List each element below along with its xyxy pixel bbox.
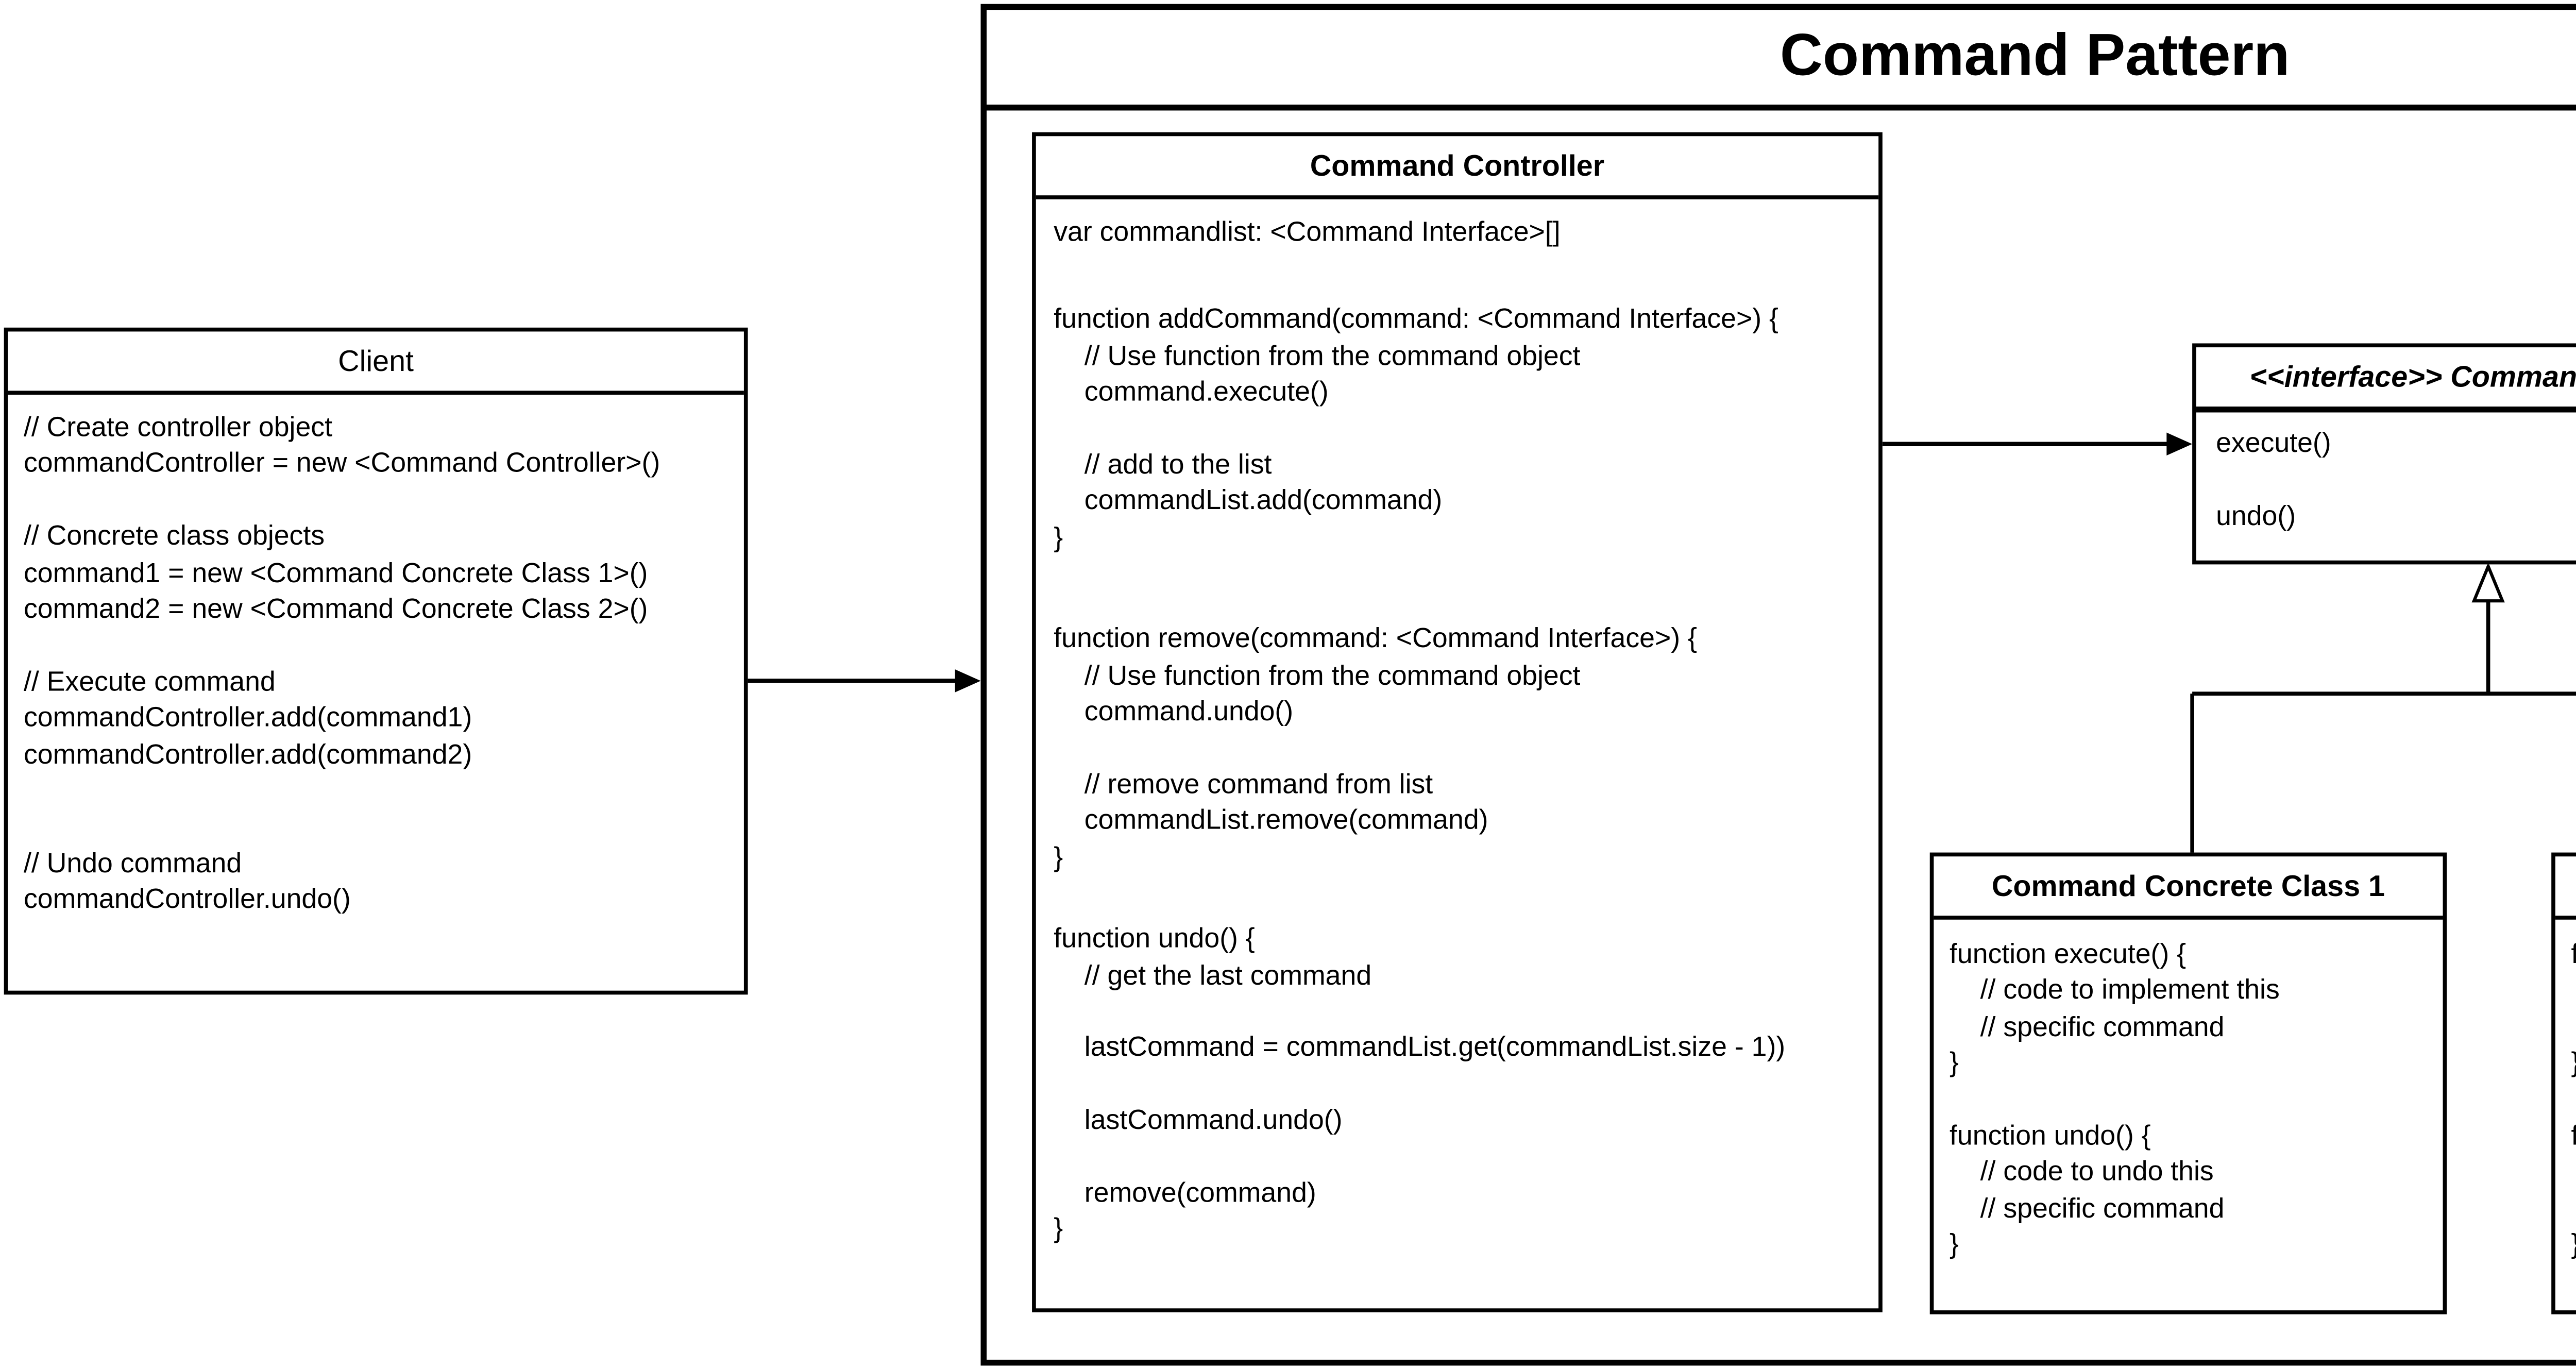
command-interface-title: <<interface>> Command Interface [2196,347,2576,413]
controller-code-commandlist: var commandlist: <Command Interface>[] [1054,215,1561,247]
inheritance-triangle-icon [2471,562,2505,603]
client-to-controller-arrowhead-icon [955,669,981,693]
command-controller-title: Command Controller [1036,136,1879,199]
command-controller-body: var commandlist: <Command Interface>[] f… [1036,199,1878,1247]
concrete-class-2-box: Command Concrete Class 1 function execut… [2551,852,2576,1314]
controller-code-addcommand: function addCommand(command: <Command In… [1054,302,1778,552]
command-interface-body: execute() undo() [2196,412,2576,533]
command-interface-box: <<interface>> Command Interface execute(… [2192,343,2576,565]
concrete-class-1-code: function execute() { // code to implemen… [1950,937,2280,1260]
concrete-class-1-box: Command Concrete Class 1 function execut… [1929,852,2447,1314]
interface-methods: execute() undo() [2216,426,2331,531]
command-controller-class-box: Command Controller var commandlist: <Com… [1032,132,1883,1312]
concrete-class-2-code: function execute() { // code to implemen… [2571,935,2576,1262]
concrete-class-2-title: Command Concrete Class 1 [2555,856,2576,920]
client-class-box: Client // Create controller object comma… [4,327,748,995]
concrete-class-1-title: Command Concrete Class 1 [1934,856,2443,920]
concrete-class-1-body: function execute() { // code to implemen… [1934,920,2443,1262]
concrete-class-2-body: function execute() { // code to implemen… [2555,920,2576,1262]
diagram-title: Command Pattern [986,10,2576,111]
controller-code-undo: function undo() { // get the last comman… [1054,921,1786,1244]
client-class-title: Client [8,331,744,395]
client-class-body: // Create controller object commandContr… [8,395,744,917]
controller-code-remove: function remove(command: <Command Interf… [1054,622,1697,872]
client-code: // Create controller object commandContr… [23,410,660,915]
controller-to-interface-arrowhead-icon [2166,432,2193,455]
